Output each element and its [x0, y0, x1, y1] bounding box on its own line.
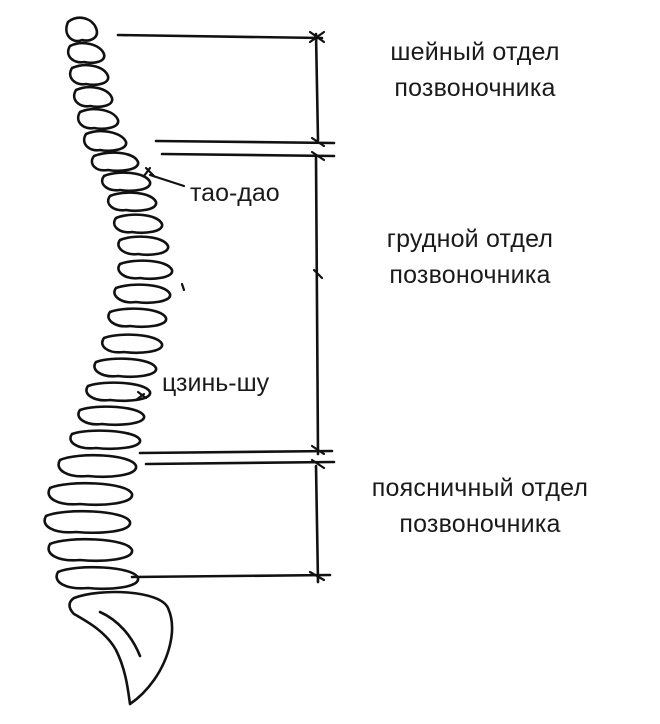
facet-mark [180, 282, 186, 292]
tszin-shu-label: цзинь-шу [162, 369, 270, 397]
bracket-tick [312, 268, 324, 280]
vertebra-c3 [68, 63, 110, 87]
thoracic-top-line [160, 152, 336, 158]
tao-dao-pointer [148, 173, 186, 188]
vertebra-t3 [112, 213, 164, 235]
vertebra-t7 [107, 307, 168, 329]
cervical-bottom-line [154, 139, 336, 145]
cervical-top-line [116, 33, 324, 40]
sacrum [68, 590, 174, 706]
vertebra-t12 [69, 429, 142, 451]
bracket-tick [310, 150, 326, 162]
vertebra-c5 [76, 107, 120, 131]
vertebra-c1 [65, 16, 99, 43]
vertebra-t8 [101, 333, 164, 355]
bracket-tick [310, 136, 326, 148]
lumbar-section-label: поясничный отдел позвоночника [345, 470, 615, 542]
bracket-tick [308, 30, 326, 44]
vertebra-t11 [77, 405, 146, 427]
lumbar-label-line2: позвоночника [399, 510, 561, 538]
vertebra-t9 [93, 357, 158, 379]
vertebra-l3 [43, 509, 132, 534]
vertebra-c7 [90, 151, 140, 173]
vertebra-t10 [85, 381, 152, 403]
facet-mark [134, 390, 148, 402]
vertebra-l5 [55, 565, 140, 590]
vertebra-t2 [106, 191, 158, 213]
cervical-label-line1: шейный отдел [390, 38, 560, 66]
spine-illustration [43, 16, 186, 706]
sacrum-detail [98, 610, 142, 658]
thoracic-section-label: грудной отдел позвоночника [355, 221, 585, 293]
bracket-tick [308, 570, 326, 582]
thoracic-label-line1: грудной отдел [386, 225, 554, 253]
tao-dao-label: тао-дао [190, 179, 280, 207]
vertebra-t1 [100, 171, 152, 193]
thoracic-label-line2: позвоночника [389, 261, 551, 289]
vertebra-l1 [57, 453, 138, 478]
vertebra-t6 [113, 283, 172, 305]
bracket-tick [310, 458, 326, 470]
lumbar-label-line1: поясничный отдел [371, 474, 589, 502]
cervical-section-label: шейный отдел позвоночника [360, 34, 590, 106]
lumbar-top-line [144, 460, 336, 466]
bracket-vertical-line [314, 32, 320, 584]
vertebra-c6 [82, 129, 128, 153]
cervical-label-line2: позвоночника [394, 74, 556, 102]
vertebra-t4 [117, 235, 170, 257]
vertebra-l2 [47, 481, 134, 506]
facet-mark [142, 166, 156, 178]
bracket-tick [310, 444, 326, 456]
vertebra-l4 [47, 537, 134, 562]
thoracic-bottom-line [138, 449, 334, 455]
vertebra-c4 [72, 85, 114, 109]
vertebra-c2 [66, 41, 106, 65]
lumbar-bottom-line [130, 573, 332, 579]
vertebra-t5 [117, 259, 174, 281]
